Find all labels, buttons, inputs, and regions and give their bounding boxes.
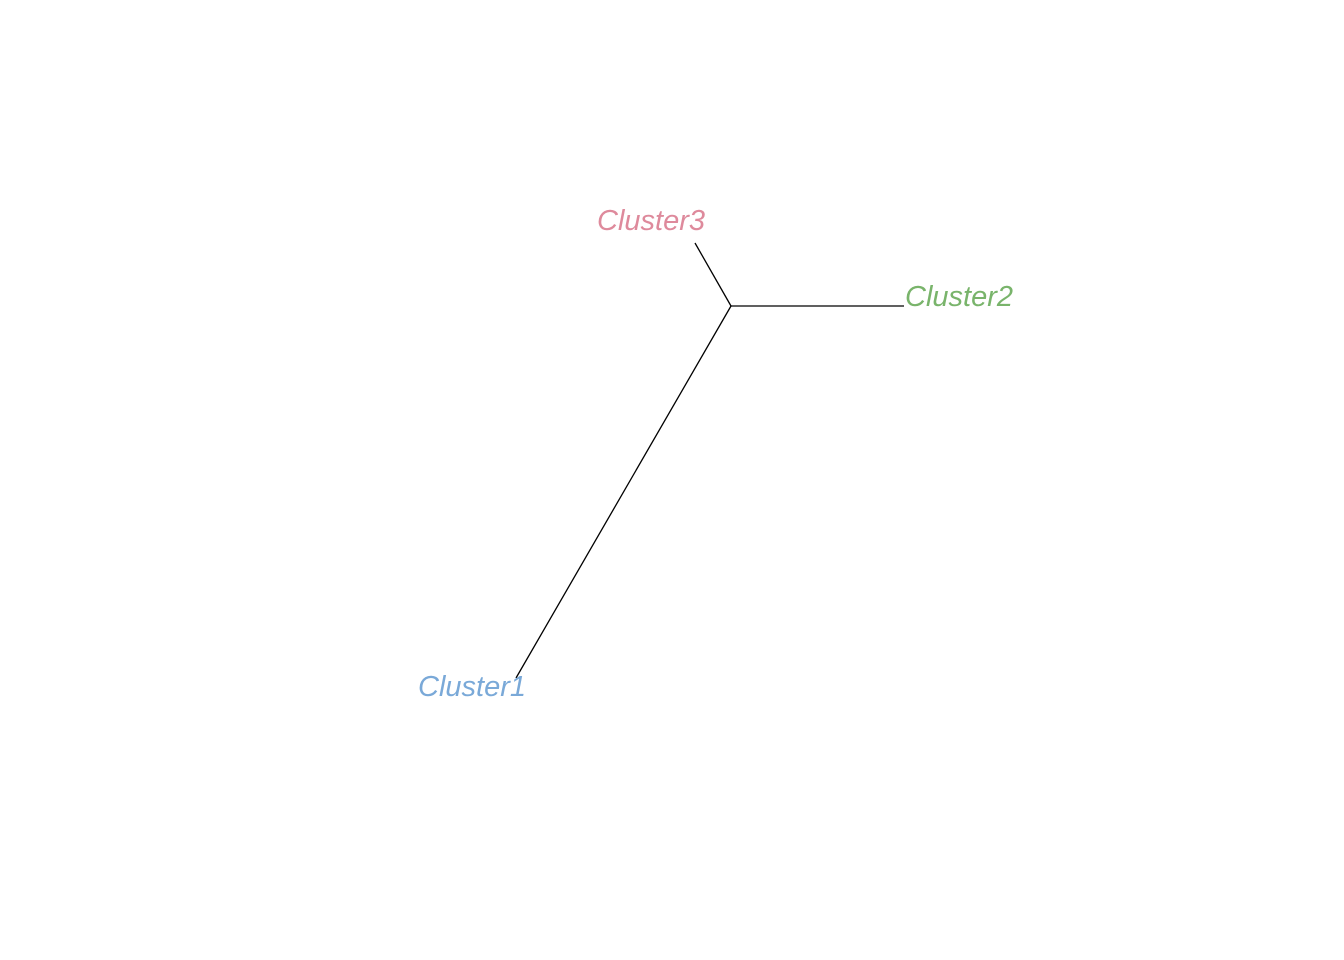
tip-label-cluster2: Cluster2 bbox=[905, 281, 1013, 313]
tree-branches bbox=[515, 242, 904, 679]
tip-label-cluster1: Cluster1 bbox=[418, 671, 526, 703]
tip-labels: Cluster1 Cluster2 Cluster3 bbox=[418, 205, 1013, 703]
tip-label-cluster3: Cluster3 bbox=[597, 205, 705, 237]
branch-cluster1 bbox=[515, 305, 732, 679]
branch-cluster3 bbox=[694, 242, 732, 307]
